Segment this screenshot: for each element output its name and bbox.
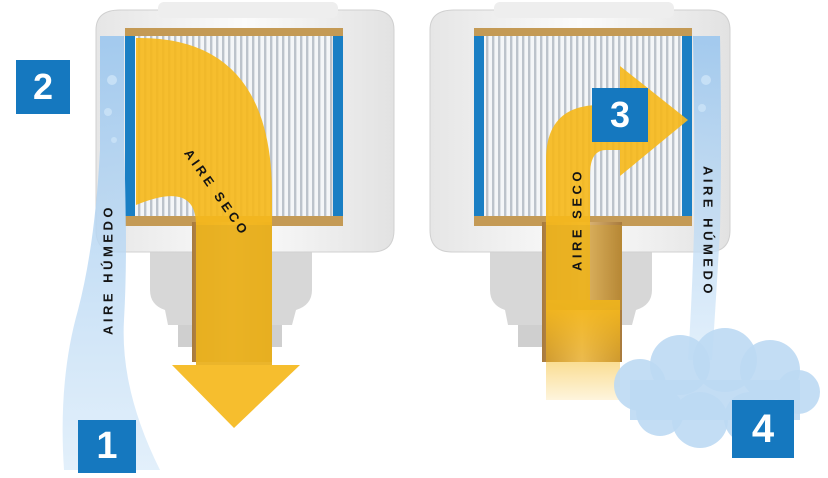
right-filter-frame-right [682,30,692,226]
left-filter-frame-left [125,30,135,226]
right-water-droplet [701,75,711,85]
step-badge-1: 1 [78,420,136,473]
right-dry-air-fade [546,300,620,400]
right-filter-frame-left [474,30,484,226]
left-housing-top [158,2,338,18]
left-brass-top [125,28,343,36]
left-dry-air-tube-shade [196,225,272,365]
step-badge-4: 4 [732,400,794,458]
left-water-droplet [111,137,117,143]
right-breather-unit [430,2,820,448]
right-water-droplet [698,104,706,112]
right-housing-top [494,2,674,18]
left-filter-frame-right [333,30,343,226]
right-brass-top [474,28,692,36]
left-water-droplet [104,108,112,116]
wet-air-label-right: AIRE HÚMEDO [701,162,716,302]
step-badge-3: 3 [592,88,648,142]
dry-air-label-right: AIRE SECO [570,165,585,275]
step-badge-2: 2 [16,60,70,114]
left-water-droplet [107,75,117,85]
wet-air-label-left: AIRE HÚMEDO [101,200,116,340]
